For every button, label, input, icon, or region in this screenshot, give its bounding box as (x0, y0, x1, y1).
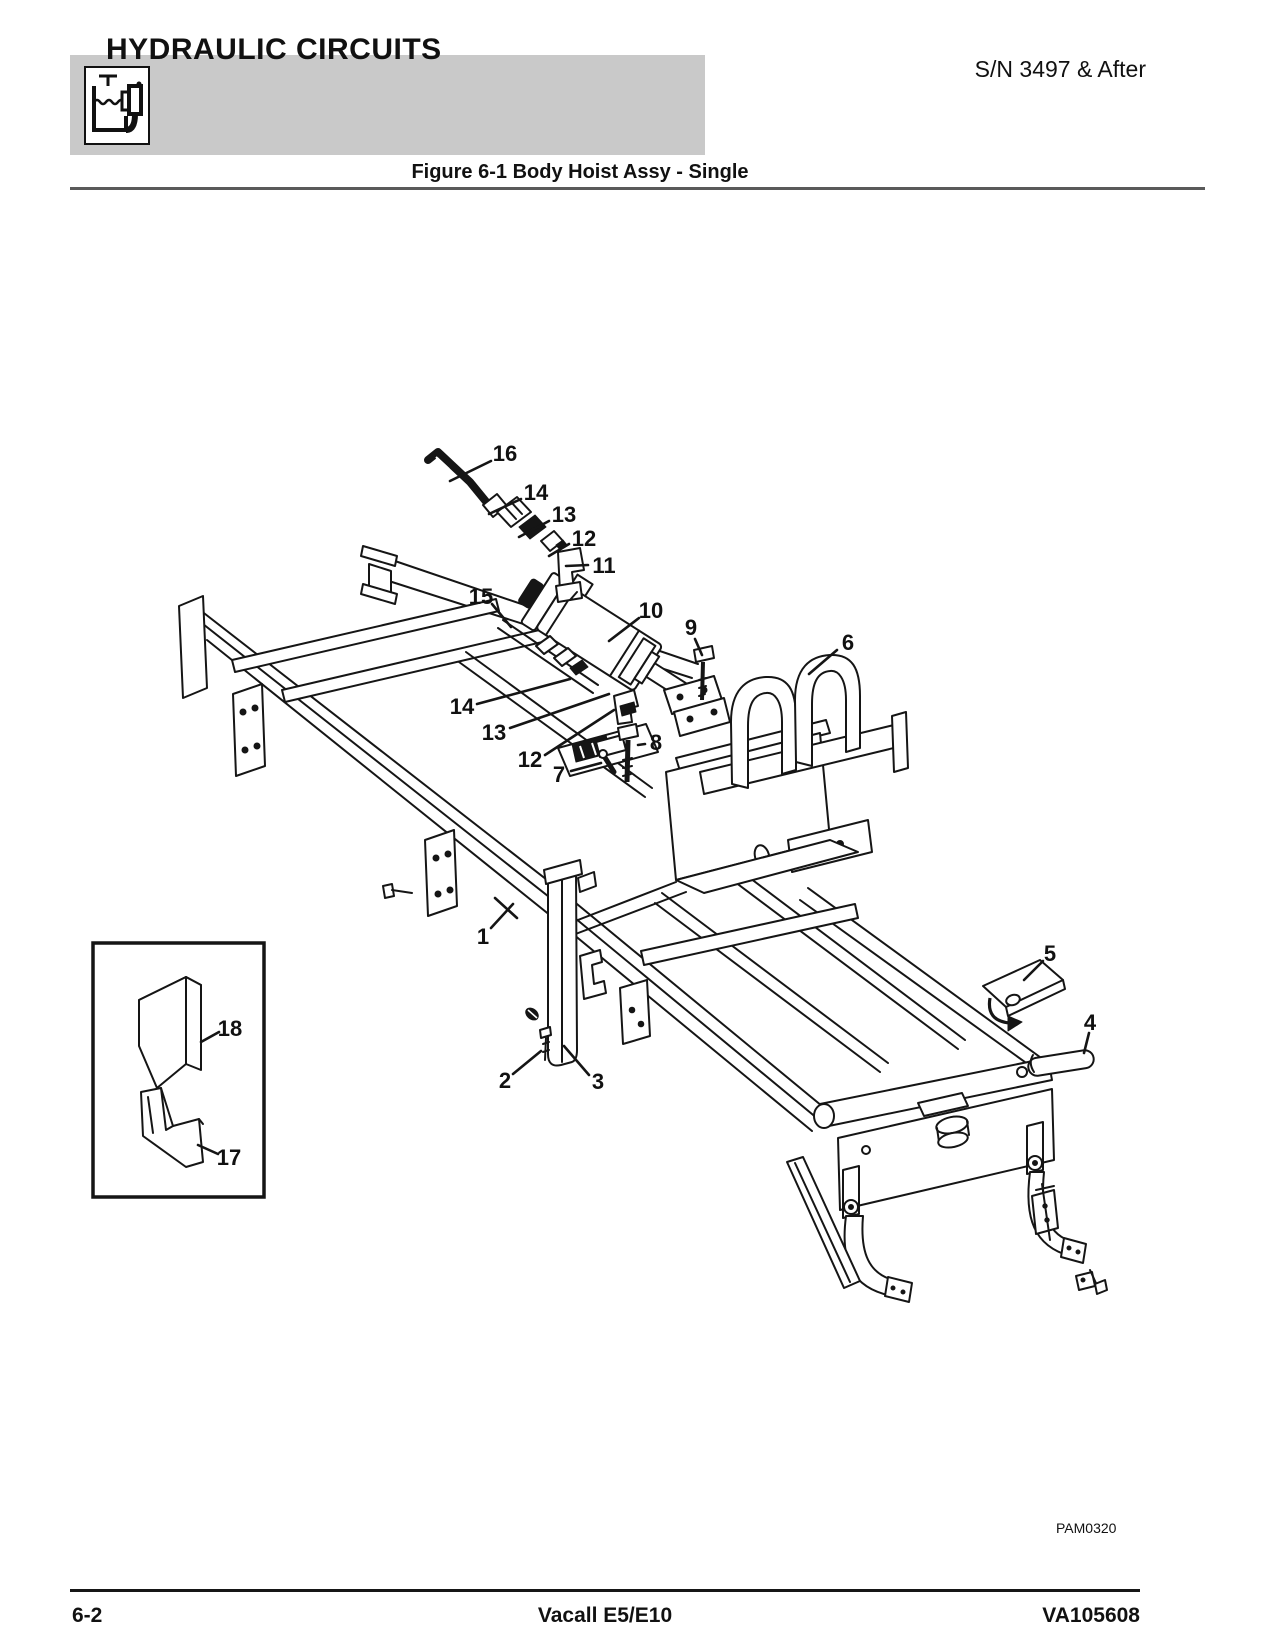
callout-number-14: 14 (450, 694, 475, 719)
callout-number-9: 9 (685, 615, 697, 640)
callout-leader-1 (489, 902, 515, 930)
callout-number-2: 2 (499, 1068, 511, 1093)
page-footer: 6-2 Vacall E5/E10 VA105608 (70, 1604, 1140, 1634)
callout-leader-4 (1082, 1031, 1091, 1055)
mounting-plates (232, 683, 659, 1045)
wedge-bracket-17 (140, 1087, 204, 1168)
callout-number-1: 1 (477, 924, 489, 949)
callout-number-5: 5 (1044, 941, 1056, 966)
callout-number-18: 18 (218, 1016, 242, 1041)
callout-number-4: 4 (1084, 1010, 1097, 1035)
footer-document-number: VA105608 (1042, 1604, 1140, 1627)
latch-plate-and-pin (982, 959, 1095, 1077)
callout-leader-17 (196, 1143, 220, 1156)
callout-leader-18 (199, 1030, 221, 1044)
callout-leader-14 (487, 497, 523, 516)
lift-arm-bracket (699, 653, 909, 795)
callout-leader-13 (517, 519, 551, 539)
callout-leader-6 (807, 648, 839, 676)
figure-caption: Figure 6-1 Body Hoist Assy - Single (411, 161, 749, 183)
callout-leader-9 (693, 637, 704, 657)
callout-number-16: 16 (493, 441, 517, 466)
callout-leader-12 (547, 542, 571, 558)
wedge-plate-18 (138, 976, 202, 1089)
callout-leader-8 (636, 742, 647, 747)
callout-number-3: 3 (592, 1069, 604, 1094)
callout-leader-14 (475, 677, 572, 706)
callout-number-7: 7 (553, 762, 565, 787)
callout-number-11: 11 (592, 553, 615, 578)
callout-leader-10 (607, 616, 641, 643)
callout-tick-1 (493, 896, 519, 920)
hoist-post (525, 859, 597, 1067)
drawing-code: PAM0320 (1056, 1520, 1117, 1536)
serial-number-note: S/N 3497 & After (974, 56, 1146, 82)
callout-number-15: 15 (469, 584, 493, 609)
caption-divider-rule (70, 187, 1205, 190)
callout-leader-12 (543, 708, 616, 757)
callout-leader-11 (564, 563, 590, 568)
detail-inset-box (91, 941, 266, 1199)
callout-number-10: 10 (639, 598, 663, 623)
callout-number-13: 13 (482, 720, 506, 745)
callout-leader-16 (448, 459, 493, 483)
footer-page-number: 6-2 (72, 1604, 103, 1627)
callout-leader-5 (1022, 959, 1045, 982)
footer-model: Vacall E5/E10 (537, 1604, 673, 1627)
footer-divider-rule (70, 1589, 1140, 1592)
callout-number-8: 8 (650, 730, 662, 755)
callout-leader-3 (562, 1044, 591, 1077)
callout-number-17: 17 (217, 1145, 241, 1170)
callout-number-12: 12 (572, 526, 596, 551)
callout-number-6: 6 (842, 630, 854, 655)
callout-number-13: 13 (552, 502, 576, 527)
hose-tube-fittings-lower (497, 619, 639, 775)
callout-number-12: 12 (518, 747, 542, 772)
hydraulic-reservoir-icon (84, 66, 150, 145)
rear-body-assembly (786, 1057, 1108, 1303)
callout-number-14: 14 (524, 480, 549, 505)
chapter-header-bar (70, 55, 705, 155)
hydraulic-reservoir-icon-art (92, 74, 143, 133)
callout-leader-7 (569, 761, 603, 773)
bolt-8 (617, 723, 639, 783)
callout-leader-15 (490, 602, 513, 629)
callout-leader-13 (508, 692, 611, 730)
cylinder-rod-clevis (663, 675, 731, 737)
callout-leader-2 (511, 1049, 543, 1076)
chapter-title: HYDRAULIC CIRCUITS (106, 33, 442, 66)
